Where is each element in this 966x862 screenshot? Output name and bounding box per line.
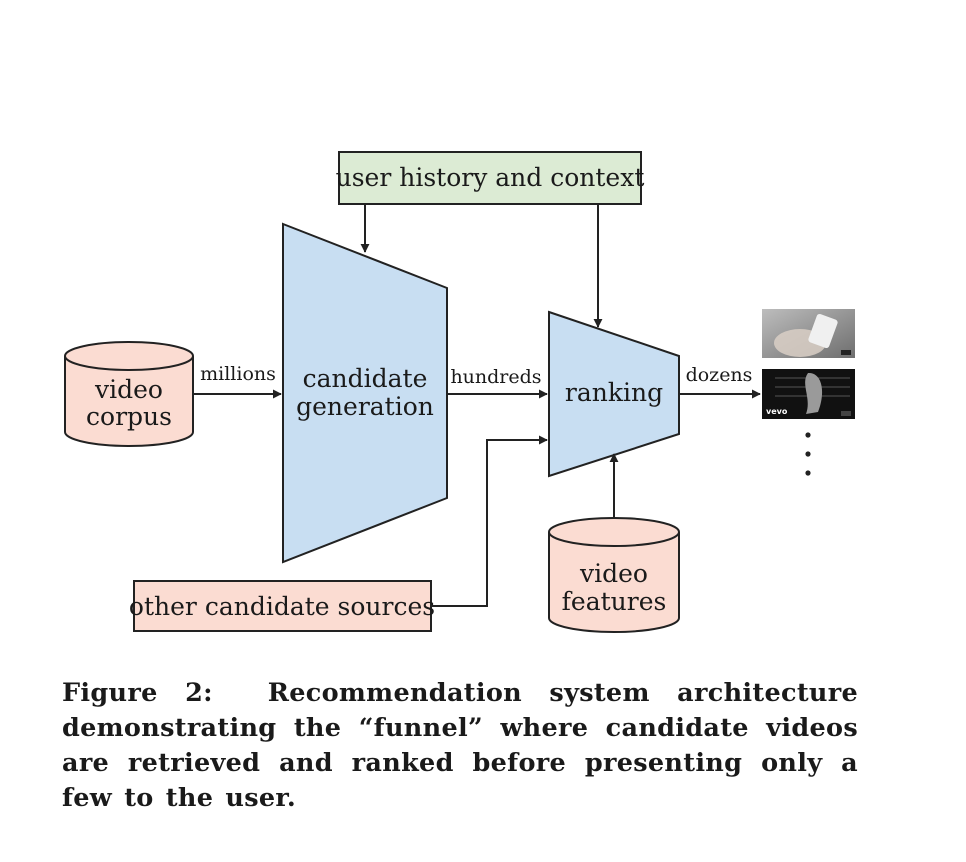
music-video-thumbnail: vevo [762, 369, 855, 419]
user-history-context-label: user history and context [336, 163, 645, 192]
candidate-generation-funnel: candidate generation [282, 222, 448, 564]
ranking-funnel: ranking [548, 310, 680, 478]
ranking-label: ranking [565, 378, 663, 407]
candidate-generation-label-line1: candidate [303, 364, 428, 393]
video-features-database: video features [548, 517, 680, 633]
video-corpus-label-line1: video [94, 375, 163, 404]
figure-caption: Figure 2: Recommendation system architec… [62, 676, 858, 816]
phone-video-thumbnail [762, 309, 855, 358]
dozens-label: dozens [686, 364, 753, 386]
millions-label: millions [200, 363, 276, 385]
other-candidate-sources-box: other candidate sources [129, 580, 435, 632]
recommendation-architecture-diagram: user history and context video corpus mi… [64, 151, 855, 633]
other-sources-to-ranking-arrow [431, 435, 548, 607]
more-results-ellipsis [805, 432, 811, 476]
video-corpus-database: video corpus [64, 341, 194, 447]
other-candidate-sources-label: other candidate sources [129, 592, 435, 621]
video-features-label-line2: features [562, 587, 667, 616]
hundreds-label: hundreds [450, 366, 541, 388]
vevo-watermark: vevo [766, 407, 788, 416]
figure-label: Figure 2: [62, 678, 213, 708]
video-features-label-line1: video [579, 559, 648, 588]
candidate-generation-label-line2: generation [296, 392, 434, 421]
video-corpus-label-line2: corpus [86, 402, 172, 431]
figure-caption-text: Recommendation system architecture demon… [62, 678, 859, 813]
user-history-context-box: user history and context [336, 151, 645, 205]
